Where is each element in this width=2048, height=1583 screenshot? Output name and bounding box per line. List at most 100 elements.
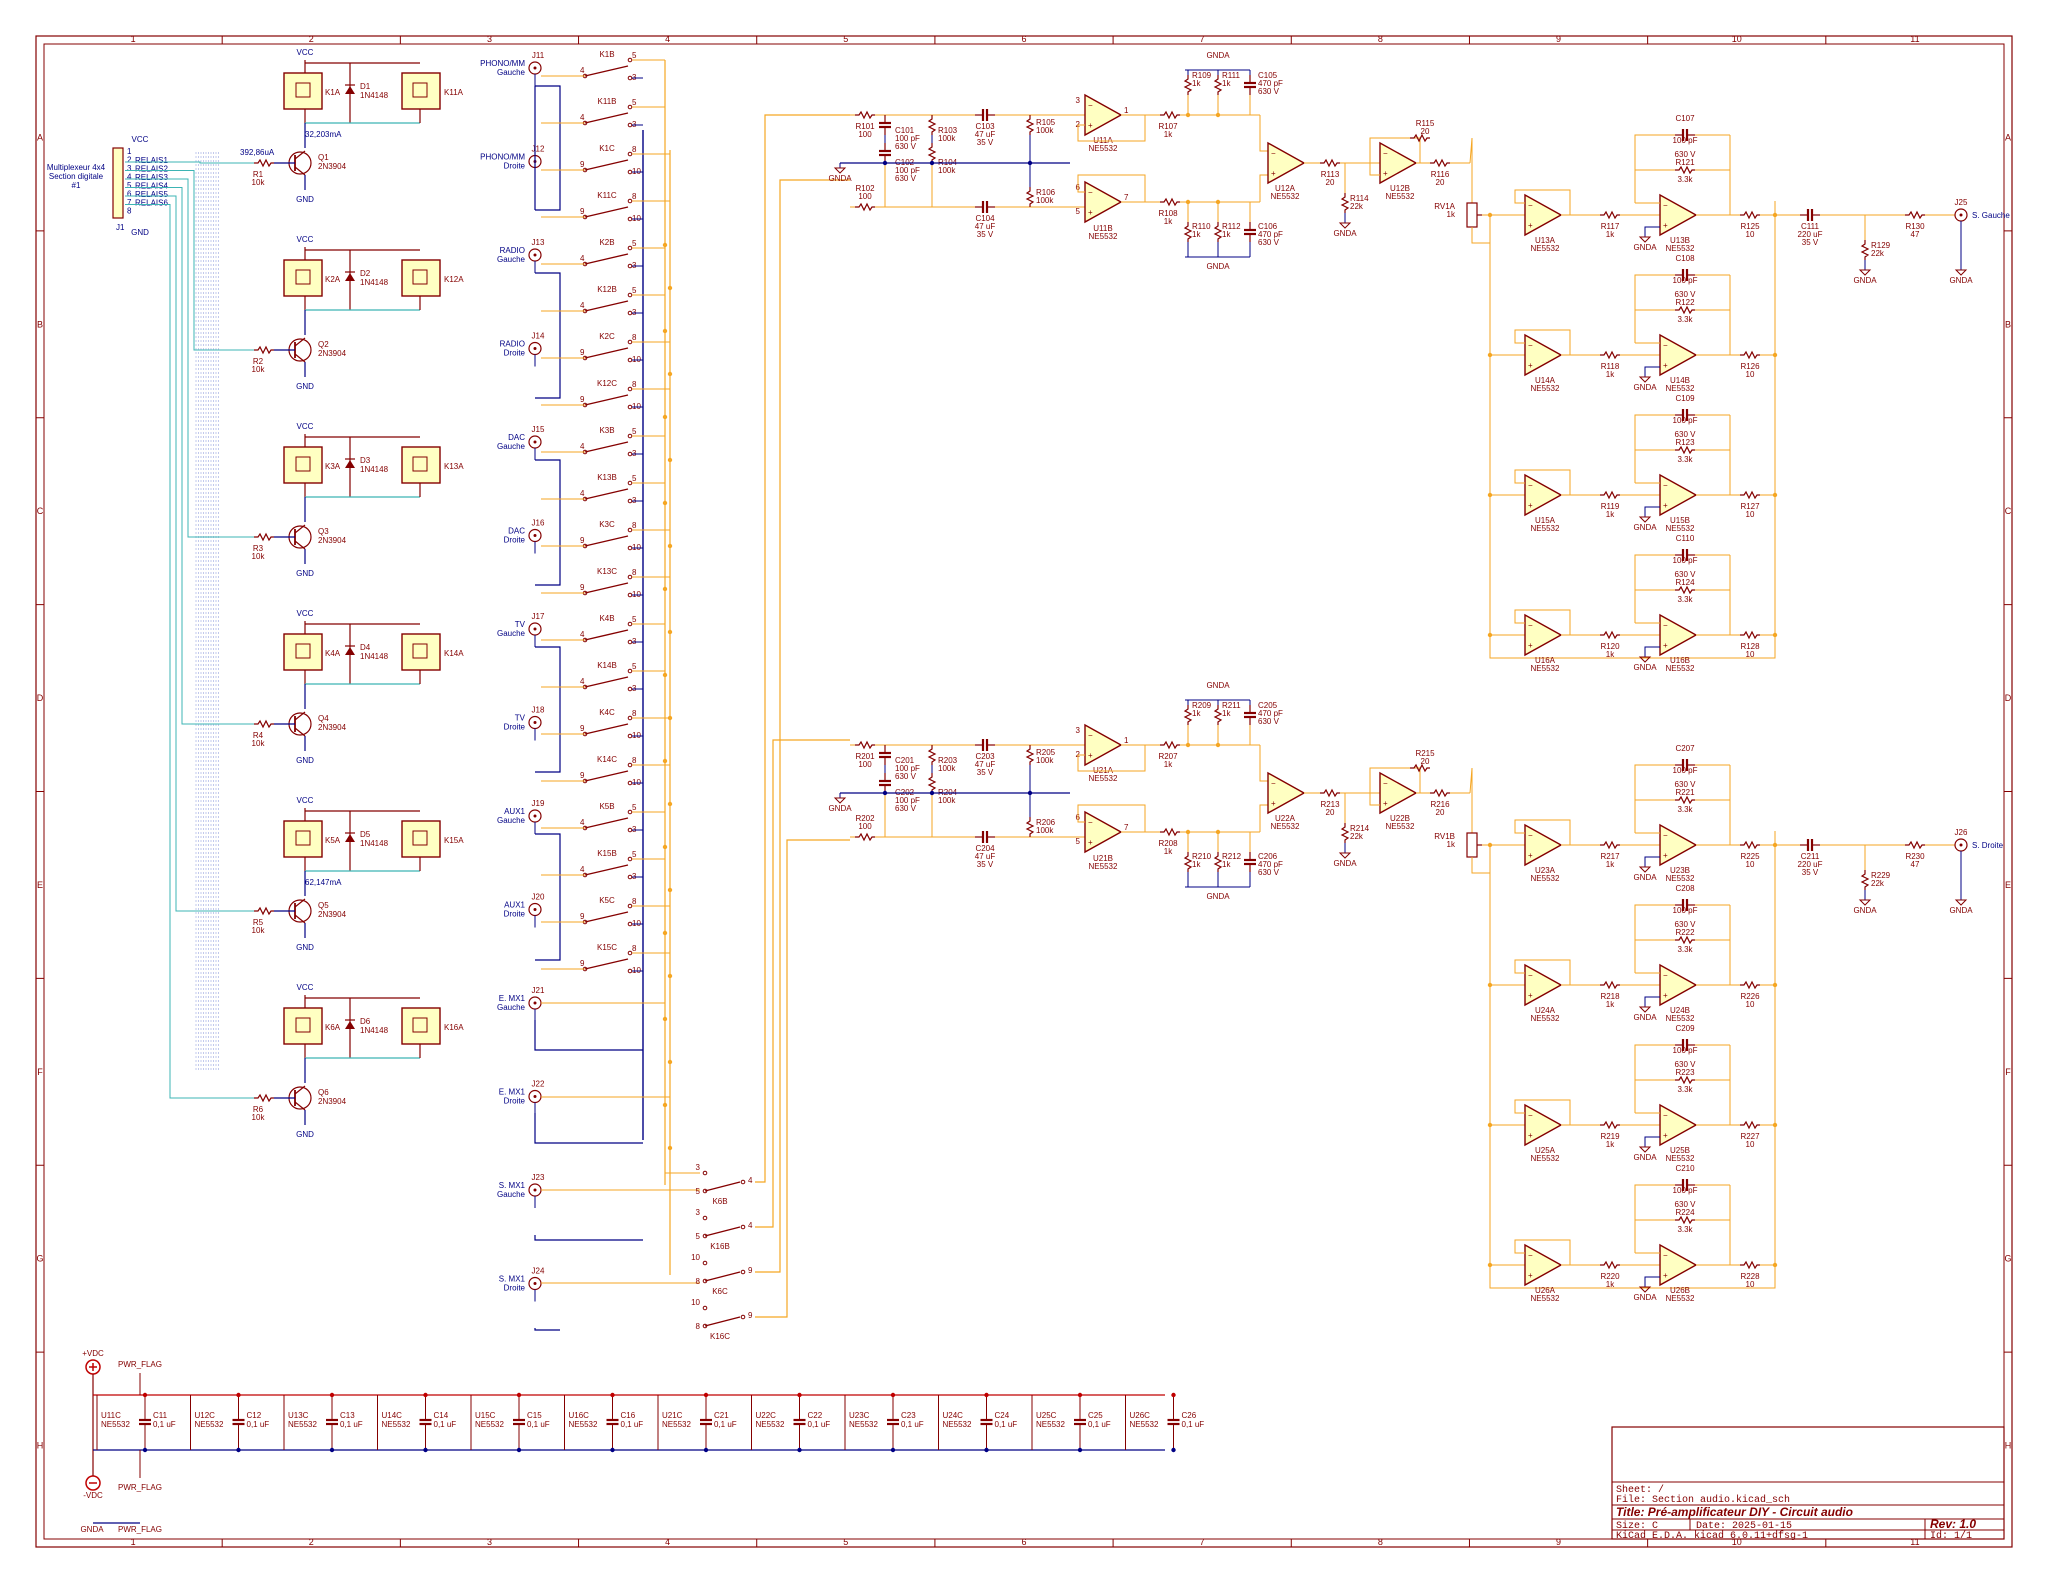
title-block: Sheet: /File: Section audio.kicad_schTit… bbox=[1611, 1426, 2005, 1542]
switch-pin: 9 bbox=[580, 207, 585, 216]
opamp-symbol bbox=[1659, 613, 1698, 657]
resistor bbox=[1213, 852, 1223, 872]
switch-contact bbox=[627, 856, 633, 862]
connector-pin-number: 5 bbox=[127, 181, 132, 190]
title-block-frame bbox=[1611, 1426, 2005, 1540]
opamp-ref: U14B bbox=[1670, 376, 1690, 385]
output-bus bbox=[1489, 201, 1776, 659]
ground-symbol bbox=[1638, 236, 1652, 243]
output-jack-center bbox=[1959, 213, 1963, 217]
output-jack-ref: J26 bbox=[1955, 828, 1968, 837]
transistor-ref: Q1 bbox=[318, 153, 329, 162]
resistor bbox=[1740, 350, 1760, 360]
ground-label: GNDA bbox=[1333, 229, 1357, 238]
resistor-value: 3.3k bbox=[1677, 1085, 1693, 1094]
capacitor-value: 470 pF bbox=[1258, 79, 1283, 88]
input-jack-center bbox=[533, 347, 537, 350]
switch-pin: 4 bbox=[580, 442, 585, 451]
vcc-label: VCC bbox=[297, 796, 314, 805]
column-marker-bottom: 8 bbox=[1378, 1537, 1383, 1547]
opamp-power-unit-value: NE5532 bbox=[195, 1420, 224, 1429]
junction-dot bbox=[236, 1447, 241, 1453]
opamp-power-unit-value: NE5532 bbox=[943, 1420, 972, 1429]
switch-contact bbox=[627, 903, 633, 909]
capacitor-ref: C104 bbox=[975, 214, 995, 223]
resistor-value: 1k bbox=[1606, 1000, 1615, 1009]
opamp-ref: U21B bbox=[1093, 854, 1113, 863]
transistor-value: 2N3904 bbox=[318, 349, 347, 358]
input-jack-ref: J18 bbox=[532, 706, 545, 715]
relay-signal-label: RELAIS5 bbox=[135, 190, 168, 199]
junction-dot bbox=[236, 1392, 241, 1398]
resistor-value: 22k bbox=[1871, 879, 1885, 888]
relay-box bbox=[401, 1007, 441, 1045]
opamp-minus-sign: − bbox=[1663, 481, 1668, 490]
opamp-power-unit-ref: U22C bbox=[756, 1411, 777, 1420]
resistor bbox=[1340, 823, 1350, 843]
resistor-value: 100k bbox=[1036, 196, 1054, 205]
transistor-ref: Q3 bbox=[318, 527, 329, 536]
opamp-symbol bbox=[1659, 963, 1698, 1007]
input-jack-center bbox=[533, 440, 537, 444]
switch-blade bbox=[584, 582, 629, 594]
relay-box bbox=[401, 259, 441, 297]
vcc-label: VCC bbox=[132, 135, 149, 144]
capacitor-value: 220 uF bbox=[1798, 860, 1823, 869]
opamp-symbol bbox=[1084, 180, 1123, 224]
opamp-value: NE5532 bbox=[1666, 244, 1695, 253]
switch-pin: 8 bbox=[632, 897, 637, 906]
switch-pin: 8 bbox=[632, 333, 637, 342]
opamp-ref: U22A bbox=[1275, 814, 1296, 823]
resistor-ref: R224 bbox=[1675, 1208, 1695, 1217]
switch-pin: 5 bbox=[632, 662, 637, 671]
resistor bbox=[927, 115, 937, 135]
decoupling-cap-value: 0,1 uF bbox=[808, 1420, 831, 1429]
relay-coil-winding bbox=[295, 830, 311, 846]
opamp-plus-sign: + bbox=[1663, 221, 1668, 230]
capacitor-voltage: 630 V bbox=[1675, 570, 1697, 579]
switch-contact bbox=[627, 198, 633, 204]
diode-ref: D2 bbox=[360, 269, 371, 278]
resistor-value: 20 bbox=[1421, 127, 1430, 136]
ground-label: GNDA bbox=[1949, 276, 1973, 285]
relay-box bbox=[401, 633, 441, 671]
opamp-power-unit-ref: U21C bbox=[662, 1411, 683, 1420]
column-marker-top: 2 bbox=[309, 34, 314, 44]
row-marker-left: G bbox=[36, 1254, 43, 1264]
opamp-minus-sign: − bbox=[1528, 621, 1533, 630]
decoupling-cap-ref: C12 bbox=[247, 1411, 262, 1420]
input-name: S. MX1 bbox=[499, 1275, 526, 1284]
ground-symbol bbox=[833, 797, 847, 804]
resistor-value: 100 bbox=[858, 760, 872, 769]
opamp-value: NE5532 bbox=[1089, 862, 1118, 871]
relay-winding bbox=[412, 269, 428, 285]
junction-dot bbox=[1772, 1122, 1778, 1128]
resistor bbox=[1160, 827, 1180, 837]
input-side: Gauche bbox=[497, 68, 526, 77]
ground-label: GNDA bbox=[828, 174, 852, 183]
relay-winding bbox=[412, 82, 428, 98]
opamp-symbol bbox=[1524, 963, 1563, 1007]
resistor-ref: R127 bbox=[1740, 502, 1760, 511]
resistor-ref: R227 bbox=[1740, 1132, 1760, 1141]
feedback-wire bbox=[1634, 554, 1675, 623]
diode-symbol bbox=[345, 834, 355, 842]
resistor-value: 3.3k bbox=[1677, 455, 1693, 464]
opamp-power-unit-value: NE5532 bbox=[662, 1420, 691, 1429]
junction-dot bbox=[667, 1145, 673, 1151]
ground-bus bbox=[535, 646, 561, 773]
input-side: Gauche bbox=[497, 1003, 526, 1012]
input-side: Droite bbox=[504, 1097, 526, 1106]
opamp-symbol bbox=[1659, 193, 1698, 237]
switch-pin: 9 bbox=[580, 348, 585, 357]
resistor bbox=[1213, 75, 1223, 95]
switch-pin: 5 bbox=[632, 286, 637, 295]
junction-dot bbox=[667, 887, 673, 893]
row-marker-left: A bbox=[37, 132, 43, 142]
column-marker-top: 6 bbox=[1021, 34, 1026, 44]
relay-box bbox=[401, 72, 441, 110]
input-jack-ref: J13 bbox=[532, 238, 545, 247]
switch-blade bbox=[704, 1226, 741, 1237]
resistor-ref: R226 bbox=[1740, 992, 1760, 1001]
